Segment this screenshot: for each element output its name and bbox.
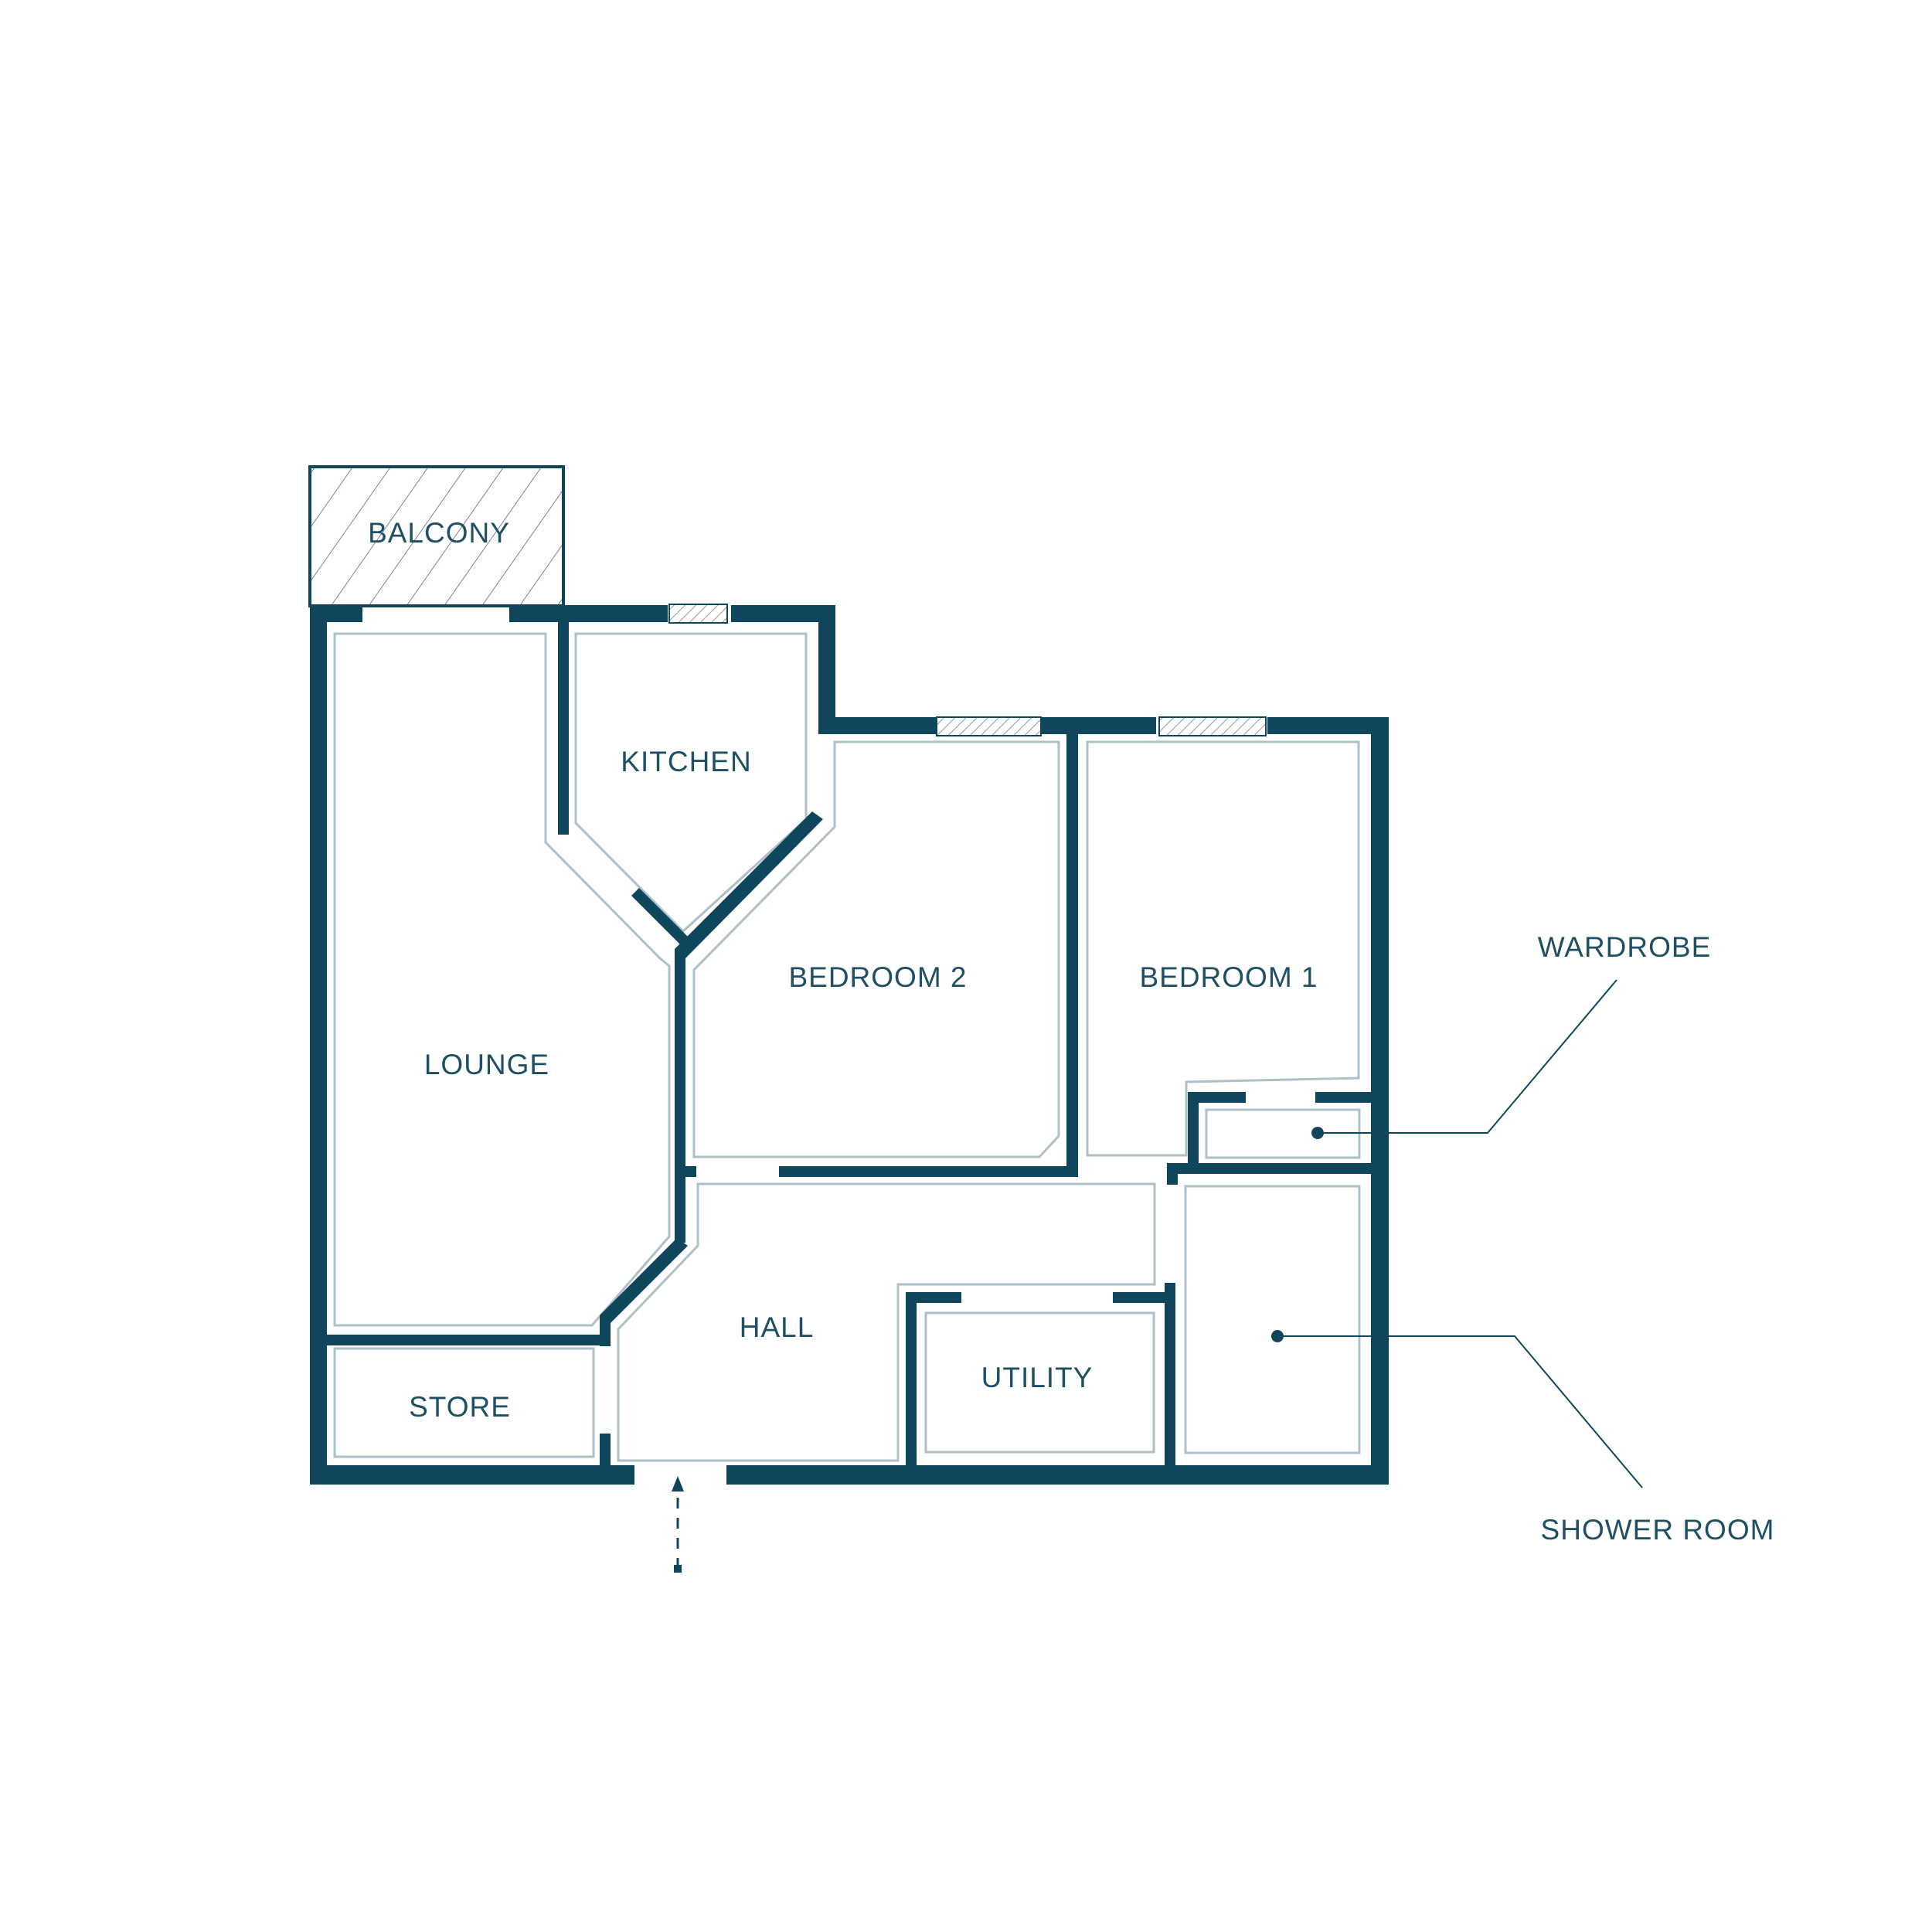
utility-outline — [924, 1311, 1155, 1454]
bedroom2-label: BEDROOM 2 — [788, 961, 967, 993]
hall-label: HALL — [740, 1311, 815, 1343]
bedroom2-window — [936, 716, 1042, 736]
walls — [310, 605, 1389, 1485]
bedroom2-outline — [692, 740, 1060, 1158]
kitchen-label: KITCHEN — [621, 746, 751, 777]
balcony-label: BALCONY — [368, 517, 510, 549]
wardrobe-leader — [1318, 979, 1617, 1134]
shower-outline — [1184, 1185, 1361, 1454]
shower-marker — [1271, 1330, 1284, 1342]
utility-label: UTILITY — [981, 1362, 1094, 1393]
entrance-arrow-icon — [672, 1476, 684, 1573]
inner-room-outlines — [333, 632, 1361, 1462]
bedroom1-outline — [1086, 740, 1360, 1157]
windows — [668, 604, 1267, 736]
store-outline — [333, 1347, 595, 1458]
wardrobe-marker — [1311, 1127, 1324, 1139]
lounge-label: LOUNGE — [424, 1049, 549, 1080]
kitchen-outline — [574, 632, 808, 934]
callout-leaders — [1277, 979, 1643, 1488]
wardrobe-callout-label: WARDROBE — [1538, 931, 1712, 963]
bedroom1-label: BEDROOM 1 — [1139, 961, 1318, 993]
balcony — [308, 465, 565, 607]
shower-leader — [1277, 1335, 1643, 1488]
store-label: STORE — [409, 1391, 511, 1423]
bedroom1-window — [1158, 716, 1267, 736]
lounge-outline — [333, 632, 671, 1327]
kitchen-window — [668, 604, 728, 624]
shower-room-callout-label: SHOWER ROOM — [1541, 1514, 1775, 1546]
hall-outline — [617, 1182, 1156, 1462]
